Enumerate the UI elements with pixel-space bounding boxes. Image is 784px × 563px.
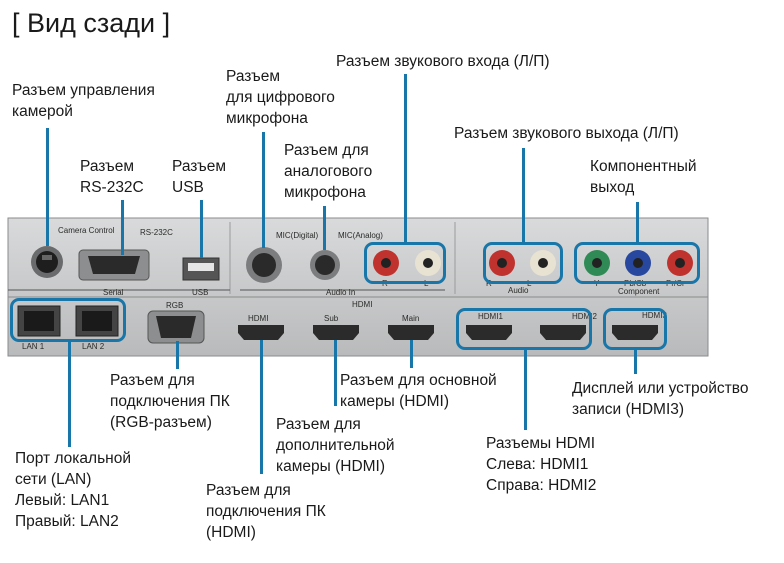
panel-label-lan2: LAN 2 xyxy=(82,342,105,351)
leader-hdmi-sub xyxy=(334,340,337,406)
panel-label-hdmi3: HDMI3 xyxy=(642,311,667,320)
leader-usb xyxy=(200,200,203,258)
panel-label-main: Main xyxy=(402,314,420,323)
panel-label-hdmi-pc: HDMI xyxy=(248,314,269,323)
camera-control-port xyxy=(31,246,63,278)
panel-label-camera-control: Camera Control xyxy=(58,226,115,235)
panel-label-mic-digital: MIC(Digital) xyxy=(276,231,319,240)
leader-lan xyxy=(68,342,71,447)
panel-label-mic-analog: MIC(Analog) xyxy=(338,231,383,240)
panel-label-rgb: RGB xyxy=(166,301,184,310)
panel-label-hdmi1: HDMI1 xyxy=(478,312,503,321)
hdmi3-port xyxy=(612,325,658,340)
leader-hdmi-pc xyxy=(260,340,263,474)
hdmi1-port xyxy=(466,325,512,340)
lan-highlight xyxy=(10,298,126,342)
leader-audio-in xyxy=(404,74,407,242)
panel-label-audio: Audio xyxy=(508,286,529,295)
page-title: [ Вид сзади ] xyxy=(12,8,171,38)
label-audio-out: Разъем звукового выхода (Л/П) xyxy=(454,125,679,142)
hdmi-main-port xyxy=(388,325,434,340)
leader-hdmi12 xyxy=(524,350,527,430)
leader-camera-control xyxy=(46,128,49,246)
leader-hdmi-main xyxy=(410,340,413,368)
panel-label-audio-in: Audio In xyxy=(326,288,356,297)
hdmi-sub-port xyxy=(313,325,359,340)
panel-label-hdmi-group: HDMI xyxy=(352,300,373,309)
leader-hdmi3 xyxy=(634,350,637,374)
hdmi-pc-port xyxy=(238,325,284,340)
hdmi12-highlight xyxy=(456,308,592,350)
leader-component xyxy=(636,202,639,242)
hdmi3-highlight xyxy=(603,308,667,350)
panel-label-lan1: LAN 1 xyxy=(22,342,45,351)
panel-label-rs232c: RS-232C xyxy=(140,228,173,237)
rs232c-port xyxy=(78,249,150,281)
leader-rs232 xyxy=(121,200,124,255)
leader-rgb xyxy=(176,341,179,369)
leader-audio-out xyxy=(522,148,525,242)
leader-mic-analog xyxy=(323,206,326,250)
leader-mic-digital xyxy=(262,132,265,248)
panel-label-usb: USB xyxy=(192,288,209,297)
panel-label-sub: Sub xyxy=(324,314,339,323)
panel-label-component: Component xyxy=(618,287,660,296)
label-audio-in: Разъем звукового входа (Л/П) xyxy=(336,53,550,70)
audio-out-highlight xyxy=(483,242,563,284)
hdmi2-port xyxy=(540,325,586,340)
audio-in-highlight xyxy=(364,242,446,284)
panel-label-serial: Serial xyxy=(103,288,124,297)
component-highlight xyxy=(574,242,700,284)
